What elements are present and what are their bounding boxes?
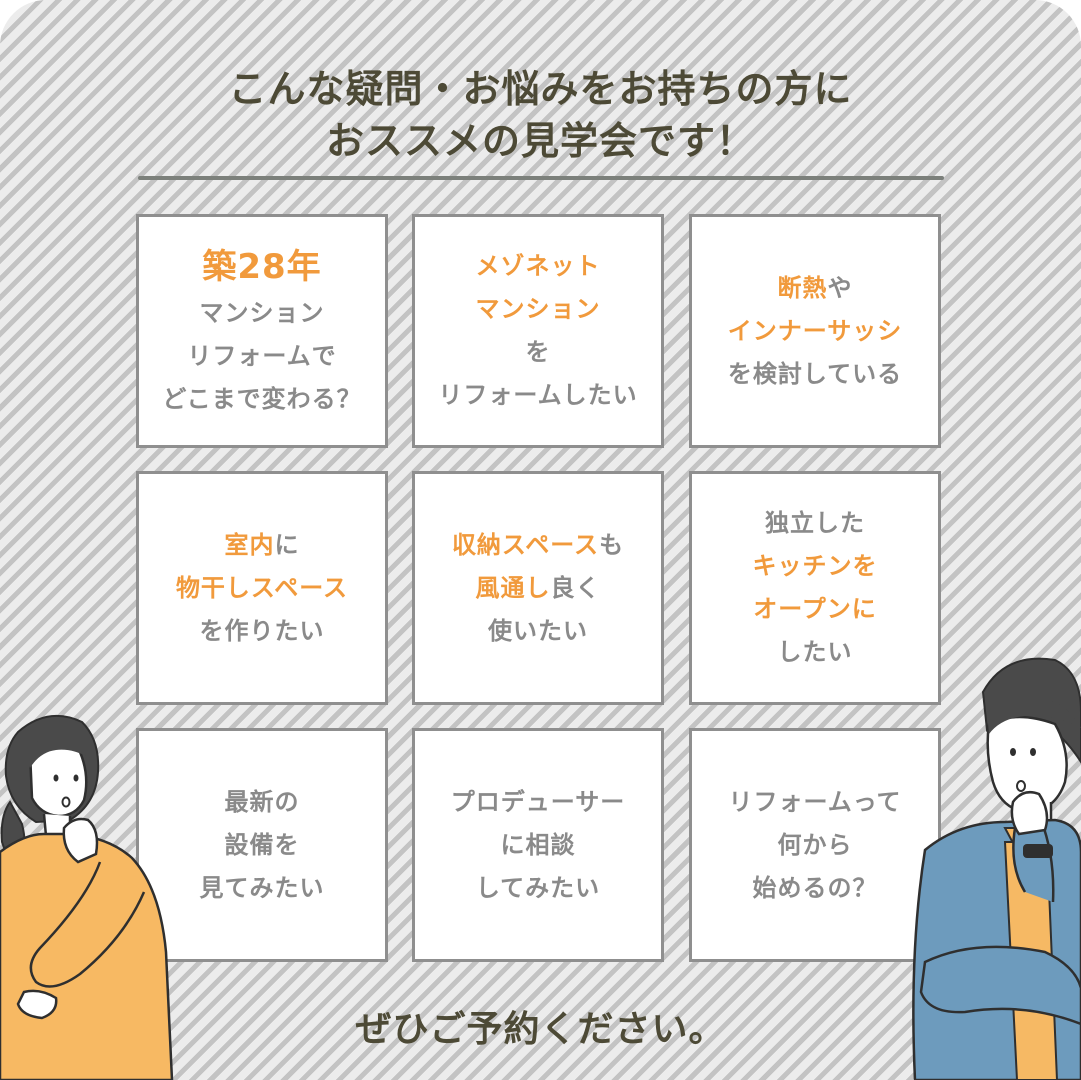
card-line: 最新の bbox=[225, 781, 300, 824]
body-text: 始めるの？ bbox=[752, 873, 878, 902]
card-line: 風通し良く bbox=[476, 567, 601, 610]
body-text: も bbox=[599, 530, 625, 559]
highlight-text: 収納スペース bbox=[451, 530, 600, 559]
body-text: どこまで変わる？ bbox=[162, 384, 362, 413]
card-line: プロデューサー bbox=[451, 781, 626, 824]
card-line: 設備を bbox=[225, 824, 300, 867]
highlight-text: メゾネット bbox=[475, 252, 601, 280]
card-line: 室内に bbox=[225, 524, 300, 567]
card-5: 収納スペースも風通し良く使いたい bbox=[412, 471, 664, 705]
body-text: に bbox=[274, 530, 300, 559]
card-line: を検討している bbox=[728, 353, 902, 396]
card-9: リフォームって何から始めるの？ bbox=[689, 728, 941, 962]
body-text: を bbox=[525, 338, 551, 366]
man-thinking-illustration bbox=[912, 657, 1081, 1080]
card-line: 収納スペースも bbox=[452, 524, 624, 567]
body-text: 最新の bbox=[224, 787, 300, 816]
highlight-text: インナーサッシ bbox=[727, 316, 903, 345]
card-1: 築28年マンションリフォームでどこまで変わる？ bbox=[136, 214, 388, 448]
highlight-text: 断熱 bbox=[777, 273, 828, 302]
card-line: リフォームで bbox=[187, 335, 336, 378]
body-text: を作りたい bbox=[199, 616, 325, 645]
card-line: メゾネット bbox=[476, 245, 601, 288]
card-line: 始めるの？ bbox=[753, 867, 878, 910]
highlight-text: 室内 bbox=[224, 530, 275, 559]
body-text: 良く bbox=[550, 573, 601, 602]
card-3: 断熱やインナーサッシを検討している bbox=[689, 214, 941, 448]
card-line: を作りたい bbox=[200, 610, 325, 653]
body-text: リフォームしたい bbox=[438, 381, 638, 409]
card-line: を bbox=[526, 331, 551, 374]
card-4: 室内に物干しスペースを作りたい bbox=[136, 471, 388, 705]
body-text: を検討している bbox=[727, 359, 903, 388]
body-text: したい bbox=[777, 638, 853, 666]
card-6: 独立したキッチンをオープンにしたい bbox=[689, 471, 941, 705]
highlight-text: 築28年 bbox=[202, 246, 322, 287]
card-line: リフォームって bbox=[728, 781, 901, 824]
card-line: に相談 bbox=[501, 824, 576, 867]
highlight-text: キッチンを bbox=[752, 552, 878, 580]
body-text: リフォームって bbox=[728, 787, 902, 816]
body-text: してみたい bbox=[475, 873, 601, 902]
headline-line-1: こんな疑問・お悩みをお持ちの方に bbox=[228, 67, 853, 111]
card-line: 独立した bbox=[765, 502, 865, 545]
card-line: リフォームしたい bbox=[438, 374, 637, 417]
highlight-text: オープンに bbox=[753, 595, 877, 623]
card-line: マンション bbox=[476, 288, 601, 331]
woman-thinking-illustration bbox=[0, 715, 174, 1080]
card-line: キッチンを bbox=[753, 545, 878, 588]
card-line: 断熱や bbox=[778, 267, 853, 310]
body-text: プロデューサー bbox=[450, 787, 626, 816]
card-line: 見てみたい bbox=[200, 867, 325, 910]
card-line: 使いたい bbox=[488, 610, 588, 653]
card-line: 何から bbox=[778, 824, 853, 867]
closing-message: ぜひご予約ください。 bbox=[355, 1009, 726, 1050]
highlight-text: 物干しスペース bbox=[175, 573, 349, 602]
card-2: メゾネットマンションをリフォームしたい bbox=[412, 214, 664, 448]
body-text: 何から bbox=[777, 830, 853, 859]
card-line: 築28年 bbox=[202, 242, 321, 292]
highlight-text: マンション bbox=[475, 295, 601, 323]
card-line: オープンに bbox=[753, 588, 877, 631]
body-text: 使いたい bbox=[488, 616, 588, 645]
card-line: してみたい bbox=[476, 867, 600, 910]
card-line: マンション bbox=[200, 292, 325, 335]
card-line: したい bbox=[778, 631, 853, 674]
card-line: インナーサッシ bbox=[728, 310, 903, 353]
card-8: プロデューサーに相談してみたい bbox=[412, 728, 664, 962]
body-text: 独立した bbox=[765, 509, 865, 537]
body-text: 設備を bbox=[224, 830, 300, 859]
card-7: 最新の設備を見てみたい bbox=[136, 728, 388, 962]
body-text: に相談 bbox=[500, 830, 576, 859]
body-text: 見てみたい bbox=[199, 873, 325, 902]
body-text: リフォームで bbox=[187, 341, 337, 370]
body-text: マンション bbox=[199, 298, 325, 327]
divider bbox=[138, 176, 944, 180]
headline-line-2: おススメの見学会です！ bbox=[325, 119, 755, 163]
highlight-text: 風通し bbox=[475, 573, 551, 602]
card-line: 物干しスペース bbox=[176, 567, 348, 610]
body-text: や bbox=[827, 273, 853, 302]
card-line: どこまで変わる？ bbox=[162, 378, 361, 421]
